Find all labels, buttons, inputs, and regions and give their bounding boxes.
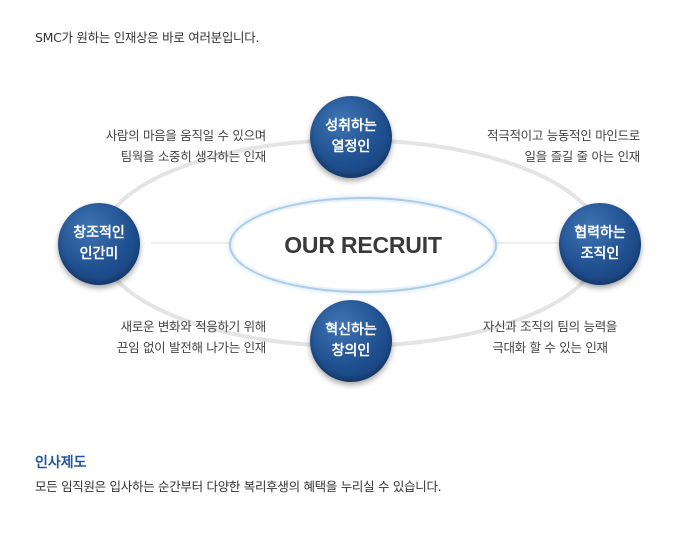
desc-bottom-left-line1: 새로운 변화와 적응하기 위해 xyxy=(120,319,267,334)
desc-bottom-left: 새로운 변화와 적응하기 위해 끈임 없이 발전해 나가는 인재 xyxy=(117,316,266,358)
node-creativity-line1: 창조적인 xyxy=(73,225,125,241)
desc-bottom-left-line2: 끈임 없이 발전해 나가는 인재 xyxy=(116,340,266,355)
center-ellipse: OUR RECRUIT xyxy=(229,197,497,293)
node-creativity: 창조적인 인간미 xyxy=(58,203,140,285)
desc-bottom-right-line2: 극대화 할 수 있는 인재 xyxy=(492,340,608,355)
node-cooperation-line1: 협력하는 xyxy=(574,225,626,241)
node-innovation-line2: 창의인 xyxy=(331,343,371,359)
desc-top-left-line1: 사람의 마음을 움직일 수 있으며 xyxy=(105,128,267,143)
hr-policy-body: 모든 임직원은 입사하는 순간부터 다양한 복리후생의 혜택을 누리실 수 있습… xyxy=(35,479,442,494)
node-creativity-line2: 인간미 xyxy=(79,246,119,262)
desc-bottom-right-line1: 자신과 조직의 팀의 능력을 xyxy=(482,319,618,334)
node-achievement-line1: 성취하는 xyxy=(325,118,377,134)
intro-text: SMC가 원하는 인재상은 바로 여러분입니다. xyxy=(35,30,260,45)
node-cooperation-line2: 조직인 xyxy=(580,246,620,262)
desc-top-right-line2: 일을 즐길 줄 아는 인재 xyxy=(524,149,641,164)
node-achievement: 성취하는 열정인 xyxy=(310,96,392,178)
node-cooperation: 협력하는 조직인 xyxy=(559,203,641,285)
hr-policy-title: 인사제도 xyxy=(35,455,87,471)
node-achievement-line2: 열정인 xyxy=(331,139,371,155)
desc-top-right: 적극적이고 능동적인 마인드로 일을 즐길 줄 아는 인재 xyxy=(487,125,640,167)
desc-top-left-line2: 팀웍을 소중히 생각하는 인재 xyxy=(120,149,267,164)
desc-top-left: 사람의 마음을 움직일 수 있으며 팀웍을 소중히 생각하는 인재 xyxy=(105,125,267,167)
desc-bottom-right: 자신과 조직의 팀의 능력을 극대화 할 수 있는 인재 xyxy=(455,316,645,358)
center-title: OUR RECRUIT xyxy=(284,231,442,258)
node-innovation-line1: 혁신하는 xyxy=(325,322,377,338)
desc-top-right-line1: 적극적이고 능동적인 마인드로 xyxy=(487,128,640,143)
node-innovation: 혁신하는 창의인 xyxy=(310,300,392,382)
